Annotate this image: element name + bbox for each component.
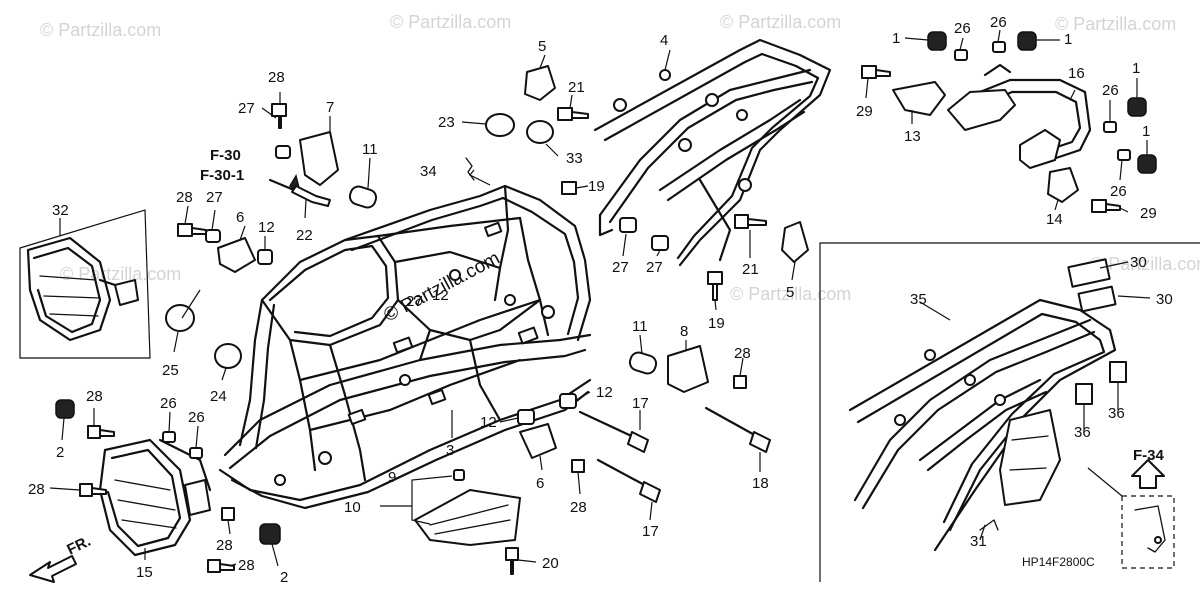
callout-30: 30 — [1130, 254, 1147, 271]
callout-9: 9 — [388, 469, 396, 486]
callout-12: 12 — [432, 287, 449, 304]
callout-3: 3 — [446, 442, 454, 459]
callout-32: 32 — [52, 202, 69, 219]
callout-6: 6 — [536, 475, 544, 492]
callout-35: 35 — [910, 291, 927, 308]
callout-26: 26 — [188, 409, 205, 426]
callout-14: 14 — [1046, 211, 1063, 228]
front-direction-arrow: FR. — [29, 533, 93, 583]
callout-27: 27 — [646, 259, 663, 276]
callout-24: 24 — [210, 388, 227, 405]
callout-11: 11 — [362, 141, 378, 158]
callout-1: 1 — [1142, 123, 1150, 140]
callout-10: 10 — [344, 499, 361, 516]
front-bumper — [98, 438, 212, 557]
callout-26: 26 — [160, 395, 177, 412]
inset-rear-frame — [819, 242, 1200, 582]
watermark-top-left: © Partzilla.com — [40, 20, 161, 40]
callout-36: 36 — [1074, 424, 1091, 441]
callout-28: 28 — [268, 69, 285, 86]
callout-16: 16 — [1068, 65, 1085, 82]
watermark-right: © Partzilla.com — [730, 284, 851, 304]
callout-29: 29 — [856, 103, 873, 120]
callout-28: 28 — [176, 189, 193, 206]
callout-34: 34 — [420, 163, 437, 180]
callout-2: 2 — [280, 569, 288, 586]
reference-f30-1: F-30-1 — [200, 167, 244, 184]
small-parts — [55, 31, 1157, 575]
grab-bar — [947, 63, 1092, 169]
callout-28: 28 — [570, 499, 587, 516]
watermark-far-right: © Partzilla.com — [1090, 254, 1200, 274]
callout-29: 29 — [1140, 205, 1157, 222]
callout-19: 19 — [708, 315, 725, 332]
callout-19: 19 — [588, 178, 605, 195]
callout-5: 5 — [786, 284, 794, 301]
callout-31: 31 — [970, 533, 987, 550]
callout-11: 11 — [632, 318, 648, 335]
callout-33: 33 — [566, 150, 583, 167]
callout-13: 13 — [904, 128, 921, 145]
callout-17: 17 — [642, 523, 659, 540]
callout-36: 36 — [1108, 405, 1125, 422]
callout-28: 28 — [734, 345, 751, 362]
callout-1: 1 — [1064, 31, 1072, 48]
reference-labels: F-30 F-30-1 F-34 HP14F2800C — [200, 147, 1165, 569]
callout-28: 28 — [238, 557, 255, 574]
callout-20: 20 — [542, 555, 559, 572]
watermark-left: © Partzilla.com — [60, 264, 181, 284]
watermark-top-far-right: © Partzilla.com — [1055, 14, 1176, 34]
callout-26: 26 — [1110, 183, 1127, 200]
inset-front-bumper — [19, 209, 151, 359]
reference-f34: F-34 — [1133, 447, 1165, 464]
callout-7: 7 — [326, 99, 334, 116]
callout-12: 12 — [596, 384, 613, 401]
callout-21: 21 — [568, 79, 585, 96]
callout-28: 28 — [86, 388, 103, 405]
rear-subframe — [593, 38, 832, 267]
callout-1: 1 — [1132, 60, 1140, 77]
callout-12: 12 — [258, 219, 275, 236]
callout-12: 12 — [480, 414, 497, 431]
callout-27: 27 — [612, 259, 629, 276]
callout-numbers: 1 1 1 1 2 2 3 4 5 5 6 6 7 8 9 10 11 11 1… — [28, 14, 1173, 586]
callout-18: 18 — [752, 475, 769, 492]
reference-f30: F-30 — [210, 147, 241, 164]
callout-27: 27 — [406, 293, 423, 310]
callout-5: 5 — [538, 38, 546, 55]
callout-22: 22 — [296, 227, 313, 244]
callout-25: 25 — [162, 362, 179, 379]
callout-26: 26 — [954, 20, 971, 37]
callout-28: 28 — [216, 537, 233, 554]
callout-6: 6 — [236, 209, 244, 226]
callout-30: 30 — [1156, 291, 1173, 308]
diagram-code: HP14F2800C — [1022, 555, 1095, 569]
watermark-top-right: © Partzilla.com — [720, 12, 841, 32]
front-direction-label: FR. — [64, 533, 93, 559]
callout-15: 15 — [136, 564, 153, 581]
callout-8: 8 — [680, 323, 688, 340]
main-frame — [218, 184, 592, 510]
leader-lines — [49, 29, 1151, 567]
callout-27: 27 — [238, 100, 255, 117]
callout-28: 28 — [28, 481, 45, 498]
callout-1: 1 — [892, 30, 900, 47]
callout-2: 2 — [56, 444, 64, 461]
callout-17: 17 — [632, 395, 649, 412]
f34-reference-box — [1121, 459, 1175, 569]
callout-4: 4 — [660, 32, 668, 49]
callout-21: 21 — [742, 261, 759, 278]
callout-26: 26 — [990, 14, 1007, 31]
watermark-top-middle: © Partzilla.com — [390, 12, 511, 32]
callout-26: 26 — [1102, 82, 1119, 99]
callout-27: 27 — [206, 189, 223, 206]
callout-23: 23 — [438, 114, 455, 131]
